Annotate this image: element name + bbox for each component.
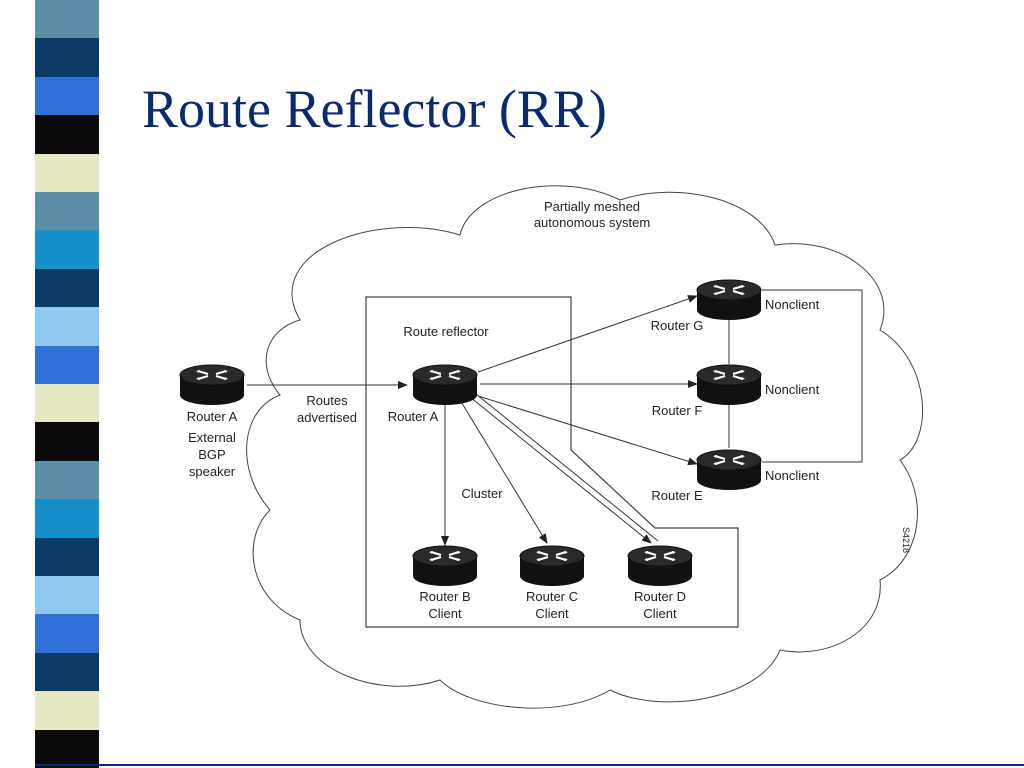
- link-reflector-to-d-second: [475, 393, 659, 542]
- stripe-segment: [35, 192, 99, 231]
- stripe-segment: [35, 729, 99, 768]
- stripe-segment: [35, 422, 99, 462]
- stripe-segment: [35, 499, 99, 539]
- router-e-role: Nonclient: [765, 468, 820, 483]
- stripe-segment: [35, 38, 99, 78]
- link-reflector-to-c: [459, 399, 548, 544]
- stripe-segment: [35, 230, 99, 270]
- stripe-segment: [35, 691, 99, 731]
- stripe-segment: [35, 384, 99, 423]
- router-g-icon: [695, 278, 763, 322]
- stripe-segment: [35, 652, 99, 692]
- router-a-external-role-line2: BGP: [198, 447, 225, 462]
- autonomous-system-cloud: [246, 185, 924, 709]
- router-c-name: Router C: [526, 589, 578, 604]
- cloud-label-line2: autonomous system: [534, 215, 650, 230]
- routes-advertised-line1: Routes: [306, 393, 348, 408]
- stripe-segment: [35, 307, 99, 347]
- router-d-role: Client: [643, 606, 677, 621]
- router-d-icon: [626, 544, 694, 588]
- router-f-icon: [695, 363, 763, 407]
- router-e-icon: [695, 448, 763, 492]
- link-reflector-to-d: [469, 396, 652, 544]
- router-e-name: Router E: [651, 488, 703, 503]
- stripe-segment: [35, 153, 99, 193]
- router-c-icon: [518, 544, 586, 588]
- stripe-segment: [35, 614, 99, 654]
- router-a-reflector-name: Router A: [388, 409, 439, 424]
- router-f-name: Router F: [652, 403, 703, 418]
- cluster-label: Cluster: [461, 486, 503, 501]
- cloud-label-line1: Partially meshed: [544, 199, 640, 214]
- routes-advertised-line2: advertised: [297, 410, 357, 425]
- router-f-role: Nonclient: [765, 382, 820, 397]
- stripe-segment: [35, 537, 99, 577]
- figure-id: S4218: [901, 527, 911, 553]
- router-a-external-icon: [178, 363, 246, 407]
- bottom-rule: [35, 764, 1024, 766]
- router-a-external-role-line1: External: [188, 430, 236, 445]
- nonclient-mesh-links: [762, 289, 863, 463]
- router-a-reflector-icon: [411, 363, 479, 407]
- stripe-segment: [35, 115, 99, 155]
- router-g-name: Router G: [651, 318, 704, 333]
- stripe-segment: [35, 576, 99, 615]
- router-b-name: Router B: [419, 589, 470, 604]
- stripe-segment: [35, 268, 99, 308]
- router-c-role: Client: [535, 606, 569, 621]
- stripe-segment: [35, 460, 99, 500]
- router-a-external-name: Router A: [187, 409, 238, 424]
- stripe-segment: [35, 0, 99, 39]
- stripe-segment: [35, 345, 99, 385]
- slide-title: Route Reflector (RR): [142, 79, 607, 139]
- router-d-name: Router D: [634, 589, 686, 604]
- link-reflector-to-e: [477, 395, 698, 466]
- decorative-stripe: [35, 0, 99, 768]
- router-b-icon: [411, 544, 479, 588]
- cluster-boundary: [365, 296, 739, 628]
- route-reflector-label: Route reflector: [403, 324, 489, 339]
- stripe-segment: [35, 76, 99, 116]
- router-a-external-role-line3: speaker: [189, 464, 236, 479]
- link-reflector-to-g: [477, 295, 698, 373]
- router-b-role: Client: [428, 606, 462, 621]
- router-g-role: Nonclient: [765, 297, 820, 312]
